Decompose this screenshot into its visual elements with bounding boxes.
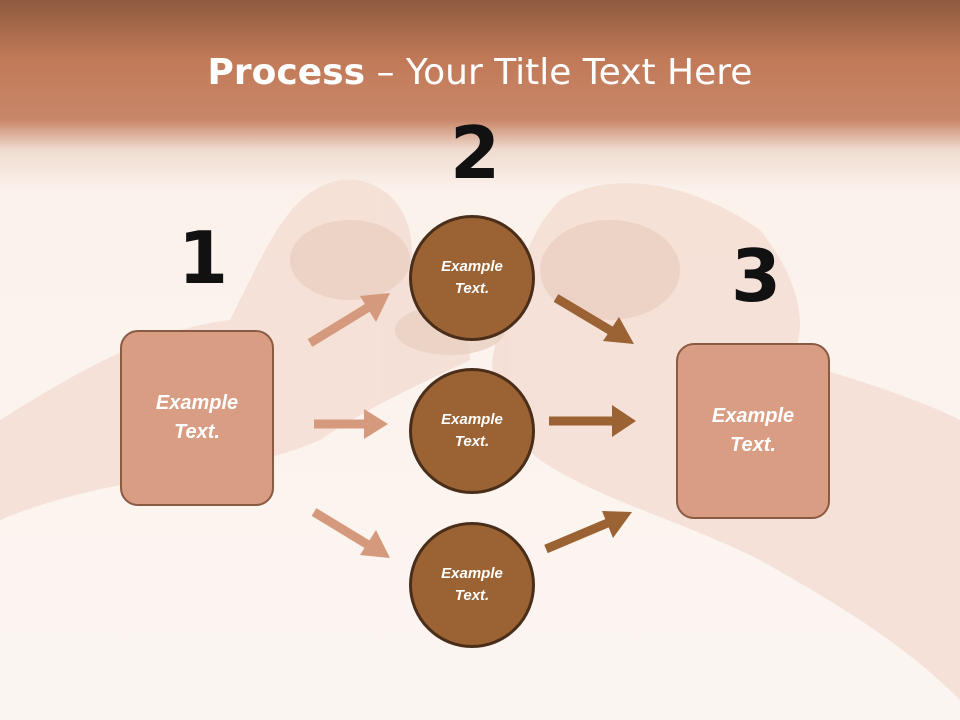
title-rest: – Your Title Text Here [365,52,753,93]
arrow-left-middle [314,409,388,439]
circle-middle: Example Text. [409,368,535,494]
circle-bottom: Example Text. [409,522,535,648]
arrow-left-bottom [311,508,390,558]
right-box-label: Example Text. [711,405,795,456]
circle-middle-label: Example Text. [441,410,503,451]
left-box: Example Text. [120,330,274,506]
slide-title: Process – Your Title Text Here [0,52,960,93]
step-number-2: 2 [450,111,501,195]
title-bold: Process [207,52,366,93]
circle-top-label: Example Text. [441,257,503,298]
right-box: Example Text. [676,343,830,519]
arrow-right-bottom [544,511,632,554]
step-number-3: 3 [731,234,782,318]
arrow-right-middle [549,405,636,437]
circle-top: Example Text. [409,215,535,341]
circle-bottom-label: Example Text. [441,564,503,605]
step-number-1: 1 [178,216,229,300]
arrow-right-top [553,294,634,344]
left-box-label: Example Text. [155,392,239,443]
arrow-left-top [307,293,390,347]
